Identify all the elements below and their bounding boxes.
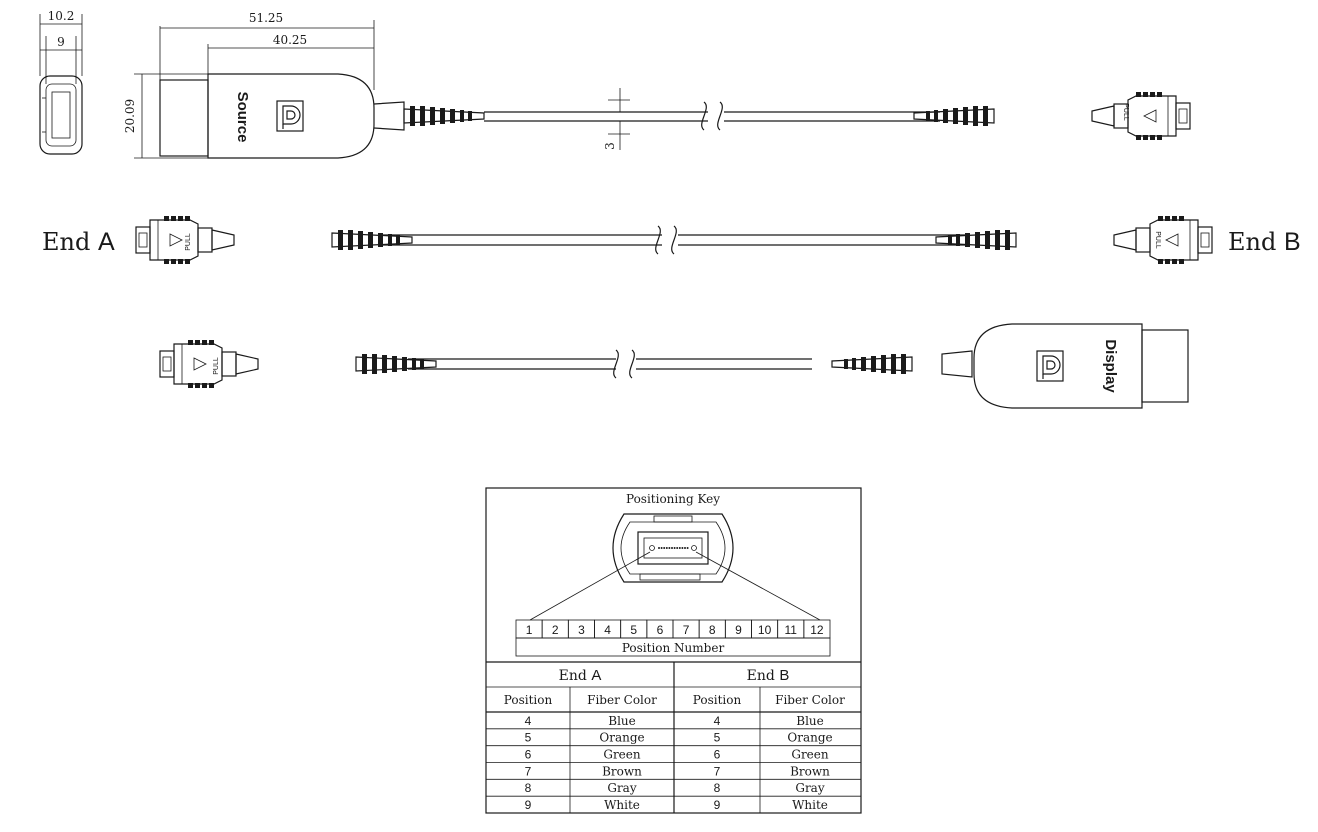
position-number: 2 <box>552 623 559 637</box>
cell-b-fiber-color: Orange <box>787 731 832 745</box>
col-header-fiber-color: Fiber Color <box>587 693 657 707</box>
cell-a-fiber-color: White <box>604 798 640 812</box>
cell-b-fiber-color: Brown <box>790 764 830 778</box>
position-number: 11 <box>785 623 798 637</box>
display-connector-view: PULL Display <box>159 323 1189 409</box>
cell-b-position: 4 <box>714 714 721 728</box>
ferrule-end-face <box>529 513 821 621</box>
position-number-caption: Position Number <box>622 641 725 655</box>
cell-b-fiber-color: Gray <box>795 781 824 795</box>
table-row: 8 Gray 8 Gray <box>525 781 825 795</box>
dim-height: 20.09 <box>123 99 137 133</box>
table-row: 5 Orange 5 Orange <box>525 731 833 745</box>
position-number: 12 <box>810 623 824 637</box>
table-row: 9 White 9 White <box>525 798 828 812</box>
table-end-b-header: End B <box>747 667 790 684</box>
cell-a-fiber-color: Blue <box>608 714 636 728</box>
pull-label: PULL <box>1154 231 1161 249</box>
dim-cable-diameter: 3 <box>603 142 617 150</box>
table-row: 6 Green 6 Green <box>525 748 829 762</box>
cell-b-position: 8 <box>714 781 721 795</box>
position-number: 8 <box>709 623 716 637</box>
table-row: 4 Blue 4 Blue <box>525 714 824 728</box>
cell-a-position: 9 <box>525 798 532 812</box>
dim-width-outer: 10.2 <box>48 9 75 23</box>
position-number: 3 <box>578 623 585 637</box>
cell-b-position: 5 <box>714 731 721 745</box>
table-row: 7 Brown 7 Brown <box>525 764 831 778</box>
cell-a-position: 5 <box>525 731 532 745</box>
cell-a-fiber-color: Gray <box>607 781 636 795</box>
cell-a-position: 7 <box>525 764 532 778</box>
dim-width-inner: 9 <box>57 35 65 49</box>
cell-a-position: 4 <box>525 714 532 728</box>
cell-b-position: 6 <box>714 748 721 762</box>
col-header-position: Position <box>693 693 742 707</box>
displayport-logo-icon <box>1036 350 1064 382</box>
position-number: 4 <box>604 623 611 637</box>
position-number: 9 <box>735 623 742 637</box>
positioning-key-title: Positioning Key <box>626 492 720 506</box>
cell-b-fiber-color: Green <box>791 748 829 762</box>
connector-end-view <box>39 75 83 155</box>
pull-label: PULL <box>1122 103 1129 121</box>
displayport-logo-icon <box>276 100 304 132</box>
position-number: 7 <box>683 623 690 637</box>
cell-b-position: 7 <box>714 764 721 778</box>
end-a-label: End A <box>42 228 115 256</box>
pull-label: PULL <box>185 233 192 251</box>
cell-b-fiber-color: Blue <box>796 714 824 728</box>
cell-b-position: 9 <box>714 798 721 812</box>
cell-a-fiber-color: Green <box>603 748 641 762</box>
dim-length-body: 40.25 <box>273 33 307 47</box>
cell-b-fiber-color: White <box>792 798 828 812</box>
cell-a-fiber-color: Brown <box>602 764 642 778</box>
position-number: 6 <box>657 623 664 637</box>
position-number: 10 <box>758 623 772 637</box>
pull-label: PULL <box>213 357 220 375</box>
cell-a-position: 6 <box>525 748 532 762</box>
position-number: 5 <box>630 623 637 637</box>
source-connector-view: 10.2 9 Source 51.25 40.25 20.09 <box>39 9 1191 159</box>
cell-a-fiber-color: Orange <box>599 731 644 745</box>
dim-length-total: 51.25 <box>249 11 283 25</box>
display-label: Display <box>1102 339 1119 393</box>
cell-a-position: 8 <box>525 781 532 795</box>
col-header-fiber-color: Fiber Color <box>775 693 845 707</box>
source-label: Source <box>234 92 251 143</box>
col-header-position: Position <box>504 693 553 707</box>
end-b-label: End B <box>1228 228 1301 256</box>
mpo-cable-view: End A PULL PULL End B <box>42 215 1301 265</box>
table-end-a-header: End A <box>559 667 602 684</box>
position-number: 1 <box>526 623 533 637</box>
